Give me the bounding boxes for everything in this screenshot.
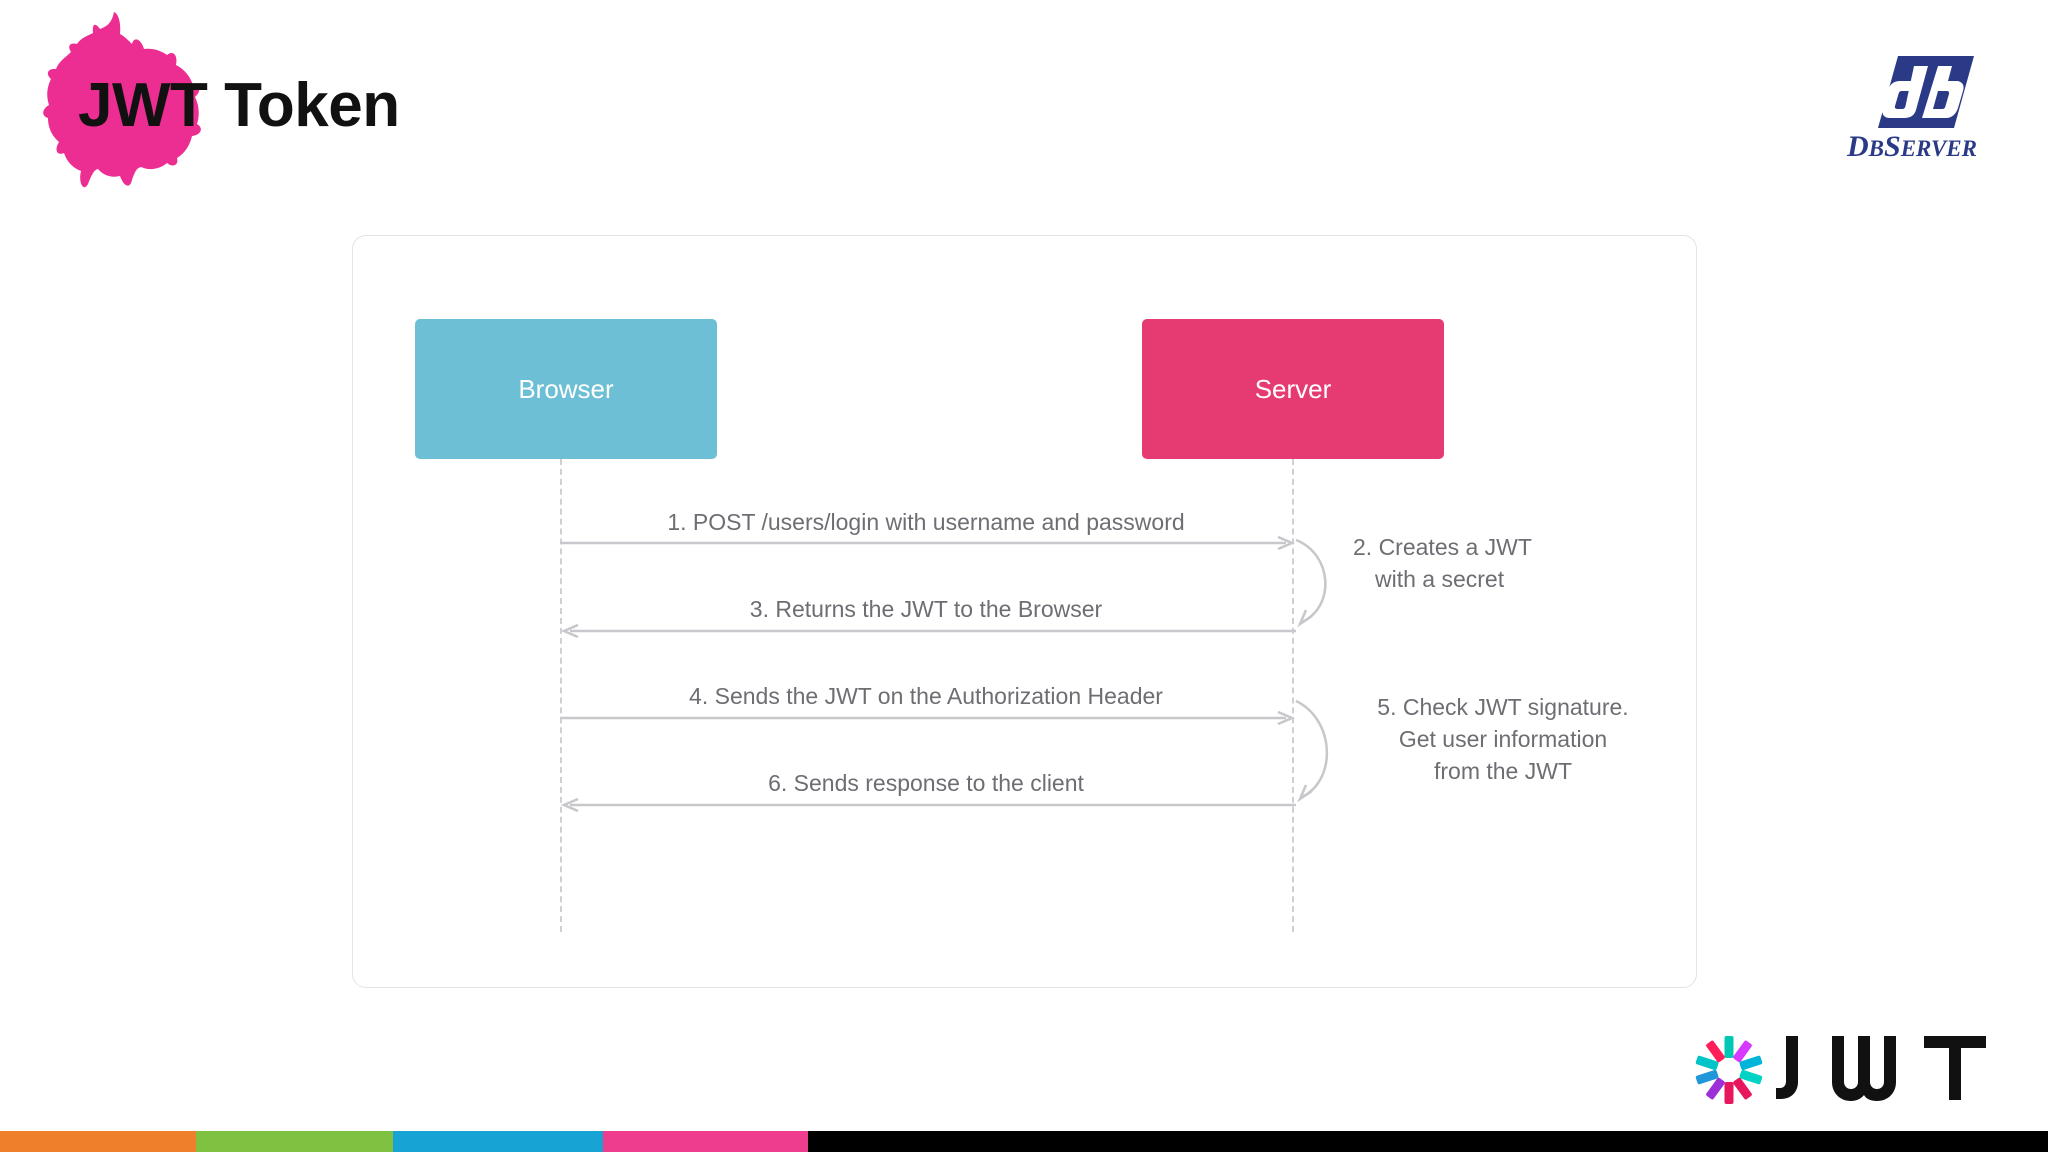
message-arrow-4: [560, 711, 1296, 725]
dbserver-wordmark-s: S: [1884, 130, 1901, 163]
self-loop-arrow-2: [1295, 538, 1327, 628]
slide-header: JWT Token: [0, 0, 900, 220]
ink-splat-decoration: [43, 12, 201, 188]
dbserver-wordmark-d: D: [1847, 130, 1869, 163]
lifeline-server: [1292, 459, 1294, 932]
jwt-logo: [1690, 1030, 2000, 1110]
message-label-3: 3. Returns the JWT to the Browser: [749, 596, 1103, 622]
bottom-bar-segment-black: [808, 1131, 2048, 1152]
self-note-5-line2: Get user information: [1398, 726, 1608, 752]
self-note-5-line3: from the JWT: [1433, 758, 1572, 784]
bottom-bar-segment-pink: [603, 1131, 808, 1152]
dbserver-logo-mark: [1878, 56, 1974, 128]
self-note-2: 2. Creates a JWT with a secret: [1353, 531, 1653, 595]
message-arrow-6: [560, 798, 1296, 812]
actor-label-server: Server: [1254, 373, 1332, 404]
bottom-bar-segment-blue: [393, 1131, 603, 1152]
bottom-bar-segment-orange: [0, 1131, 196, 1152]
self-note-2-line2: with a secret: [1375, 566, 1505, 592]
self-note-5-line1: 5. Check JWT signature.: [1377, 694, 1629, 720]
self-note-2-line1: 2. Creates a JWT: [1353, 534, 1532, 560]
message-label-6: 6. Sends response to the client: [768, 770, 1084, 796]
self-note-5: 5. Check JWT signature. Get user informa…: [1338, 691, 1668, 787]
message-label-1: 1. POST /users/login with username and p…: [667, 509, 1185, 535]
self-loop-arrow-5: [1295, 699, 1328, 803]
actor-label-browser: Browser: [518, 373, 614, 404]
message-label-4: 4. Sends the JWT on the Authorization He…: [689, 683, 1163, 709]
actor-box-server: Server: [1142, 319, 1444, 459]
dbserver-wordmark: DBSERVER: [1812, 130, 2012, 164]
actor-box-browser: Browser: [415, 319, 717, 459]
bottom-color-bar: [0, 1131, 2048, 1152]
page-title: JWT Token: [78, 71, 400, 140]
jwt-wordmark: [1776, 1036, 1986, 1101]
dbserver-wordmark-erver: ERVER: [1900, 136, 1977, 161]
dbserver-wordmark-b: B: [1868, 136, 1885, 161]
bottom-bar-segment-green: [196, 1131, 393, 1152]
message-arrow-1: [560, 536, 1296, 550]
message-arrow-3: [560, 624, 1296, 638]
lifeline-browser: [560, 459, 562, 932]
jwt-burst-icon: [1695, 1036, 1763, 1104]
dbserver-logo: DBSERVER: [1812, 52, 2012, 174]
sequence-diagram-container: Browser Server 1. POST /users/login with…: [352, 235, 1697, 988]
